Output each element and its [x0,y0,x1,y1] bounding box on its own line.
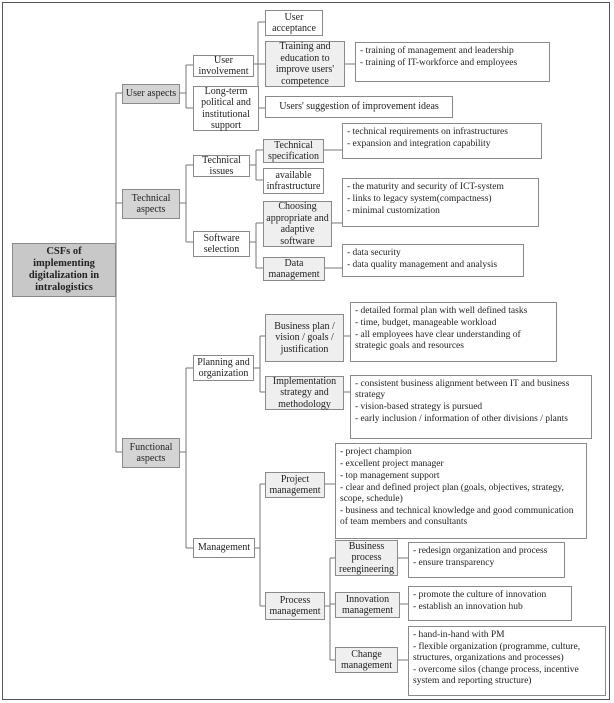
node-available-infrastructure: available infrastructure [263,168,324,194]
list-item: - vision-based strategy is pursued [355,402,483,412]
node-suggestion: Users' suggestion of improvement ideas [265,96,453,118]
list-item: - data quality management and analysis [347,260,498,270]
list-item: - project champion [340,447,412,457]
node-business-plan: Business plan / vision / goals / justifi… [265,314,344,362]
node-user-acceptance: User acceptance [265,10,323,36]
node-training: Training and education to improve users'… [265,41,345,87]
node-user-aspects: User aspects [122,84,180,104]
list-implementation-strategy: - consistent business alignment between … [350,375,592,439]
list-item: - data security [347,248,401,258]
list-item: - time, budget, manageable workload [355,318,497,328]
list-item: - excellent project manager [340,459,444,469]
list-item: - early inclusion / information of other… [355,414,568,424]
node-user-involvement: User involvement [193,55,254,77]
list-change-management: - hand-in-hand with PM - flexible organi… [408,626,606,696]
node-longterm-support: Long-term political and institutional su… [193,86,259,131]
node-management: Management [193,538,255,558]
node-change-management: Change management [335,647,398,673]
list-item: - training of IT-workforce and employees [360,58,518,68]
list-item: - all employees have clear understanding… [355,330,521,351]
list-data-management: - data security - data quality managemen… [342,244,524,277]
list-item: - business and technical knowledge and g… [340,506,574,527]
list-item: - expansion and integration capability [347,139,491,149]
list-item: - technical requirements on infrastructu… [347,127,508,137]
node-process-management: Process management [265,592,325,620]
list-item: - flexible organization (programme, cult… [413,642,581,663]
root-node: CSFs of implementing digitalization in i… [12,243,116,297]
list-choosing-software: - the maturity and security of ICT-syste… [342,178,539,227]
list-item: - training of management and leadership [360,46,514,56]
list-item: - promote the culture of innovation [413,590,547,600]
node-choosing-software: Choosing appropriate and adaptive softwa… [263,201,332,247]
node-technical-aspects: Technical aspects [122,189,180,219]
list-item: - redesign organization and process [413,546,548,556]
node-functional-aspects: Functional aspects [122,438,180,468]
list-business-process-reengineering: - redesign organization and process - en… [408,542,565,578]
list-item: - hand-in-hand with PM [413,630,505,640]
list-item: - links to legacy system(compactness) [347,194,492,204]
node-business-process-reengineering: Business process reengineering [335,540,398,576]
list-training: - training of management and leadership … [355,42,550,82]
list-item: - minimal customization [347,206,440,216]
list-item: - consistent business alignment between … [355,379,570,400]
node-implementation-strategy: Implementation strategy and methodology [265,376,344,410]
list-project-management: - project champion - excellent project m… [335,443,587,539]
list-item: - overcome silos (change process, incent… [413,665,579,686]
node-innovation-management: Innovation management [335,592,400,618]
node-planning-organization: Planning and organization [193,355,254,381]
list-item: - establish an innovation hub [413,602,523,612]
list-item: - ensure transparency [413,558,495,568]
list-technical-specification: - technical requirements on infrastructu… [342,123,542,159]
list-item: - clear and defined project plan (goals,… [340,483,564,504]
node-technical-specification: Technical specification [263,139,324,163]
node-software-selection: Software selection [193,231,250,257]
list-business-plan: - detailed formal plan with well defined… [350,302,557,362]
node-project-management: Project management [265,472,325,498]
node-data-management: Data management [263,257,325,281]
list-item: - detailed formal plan with well defined… [355,306,528,316]
list-item: - the maturity and security of ICT-syste… [347,182,504,192]
list-innovation-management: - promote the culture of innovation - es… [408,586,572,621]
node-technical-issues: Technical issues [193,155,250,177]
list-item: - top management support [340,471,440,481]
